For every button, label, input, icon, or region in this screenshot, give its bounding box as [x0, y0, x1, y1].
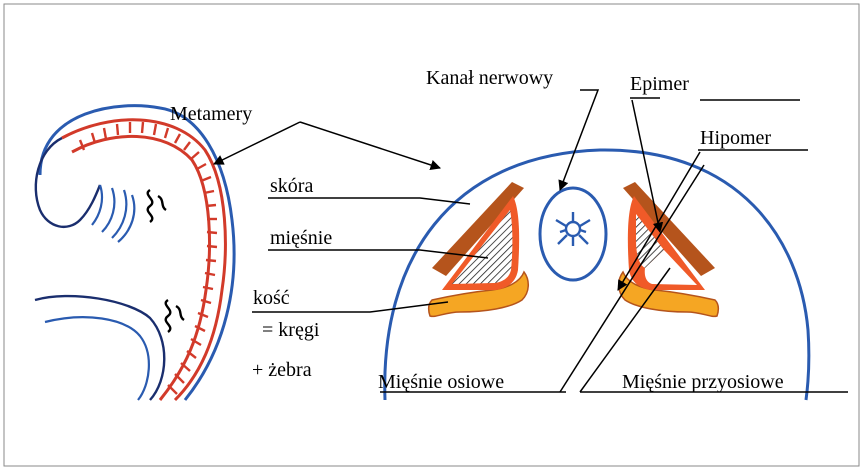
neural-canal — [540, 188, 606, 280]
somite-band-inner — [72, 136, 209, 400]
embryo-ventral-outline — [35, 296, 164, 400]
limb-squiggle — [166, 300, 184, 332]
label-kregi: = kręgi — [262, 319, 320, 341]
body-outline-arch — [385, 150, 809, 400]
label-miesnie-osiowe: Mięśnie osiowe — [378, 371, 504, 393]
label-kanal-nerwowy: Kanał nerwowy — [426, 67, 553, 89]
label-kosc: kość — [253, 287, 290, 309]
heart-squiggle — [148, 190, 166, 222]
label-miesnie: mięśnie — [270, 227, 332, 249]
label-miesnie-przyosiowe: Mięśnie przyosiowe — [622, 371, 784, 393]
embryo-inner-outline — [45, 317, 149, 400]
label-zebra: + żebra — [252, 359, 312, 381]
cross-section — [385, 150, 809, 400]
label-hipomer: Hipomer — [700, 127, 771, 149]
metamery-arrow-left — [214, 122, 300, 164]
label-epimer: Epimer — [630, 73, 689, 95]
metamery-arrow-right — [300, 122, 440, 168]
label-metamery: Metamery — [170, 103, 252, 125]
label-skora: skóra — [270, 175, 313, 197]
embryo-drawing — [35, 106, 234, 400]
skora-leader — [268, 198, 470, 204]
pharyngeal-arches — [92, 185, 134, 242]
kanal-leader — [560, 90, 598, 190]
somite-band-outer — [62, 120, 225, 400]
embryo-head-outline — [36, 138, 100, 227]
